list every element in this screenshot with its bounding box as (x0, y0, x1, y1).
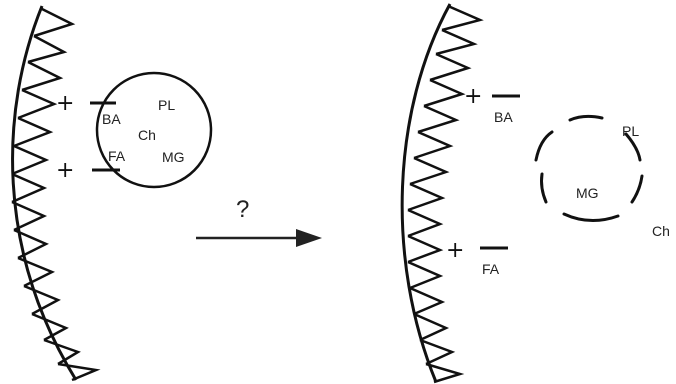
question-mark: ? (236, 196, 249, 223)
right-fragment-right (630, 174, 644, 204)
transition-arrow-group: ? (196, 196, 322, 247)
right-membrane-curve (400, 3, 452, 383)
right-label-fa: FA (482, 261, 500, 277)
right-label-ch: Ch (652, 223, 670, 239)
left-label-ch: Ch (138, 127, 156, 143)
left-label-mg: MG (162, 149, 185, 165)
right-label-ba: BA (494, 109, 513, 125)
left-plus-bottom: + (56, 158, 74, 183)
right-label-mg: MG (576, 185, 599, 201)
left-plus-top: + (56, 91, 74, 116)
right-fragment-topleft (534, 130, 554, 162)
left-panel: + + BA PL Ch FA MG (11, 5, 213, 382)
right-plus-bottom: + (446, 238, 464, 263)
right-fragment-topright (624, 132, 642, 162)
right-membrane-teeth (407, 4, 484, 384)
right-label-pl: PL (622, 123, 639, 139)
right-panel: + + BA PL MG Ch FA (400, 3, 670, 384)
right-fragment-bottom (562, 212, 620, 222)
transition-arrow-head (296, 229, 322, 247)
left-label-ba: BA (102, 111, 121, 127)
left-membrane-curve (11, 5, 78, 381)
right-fragment-top (568, 114, 604, 122)
right-plus-top: + (464, 84, 482, 109)
right-fragment-left (540, 172, 548, 204)
right-disrupted-circle (534, 114, 644, 222)
left-label-pl: PL (158, 97, 175, 113)
left-intact-circle (95, 71, 213, 189)
left-membrane-teeth (11, 6, 101, 382)
left-label-fa: FA (108, 148, 126, 164)
